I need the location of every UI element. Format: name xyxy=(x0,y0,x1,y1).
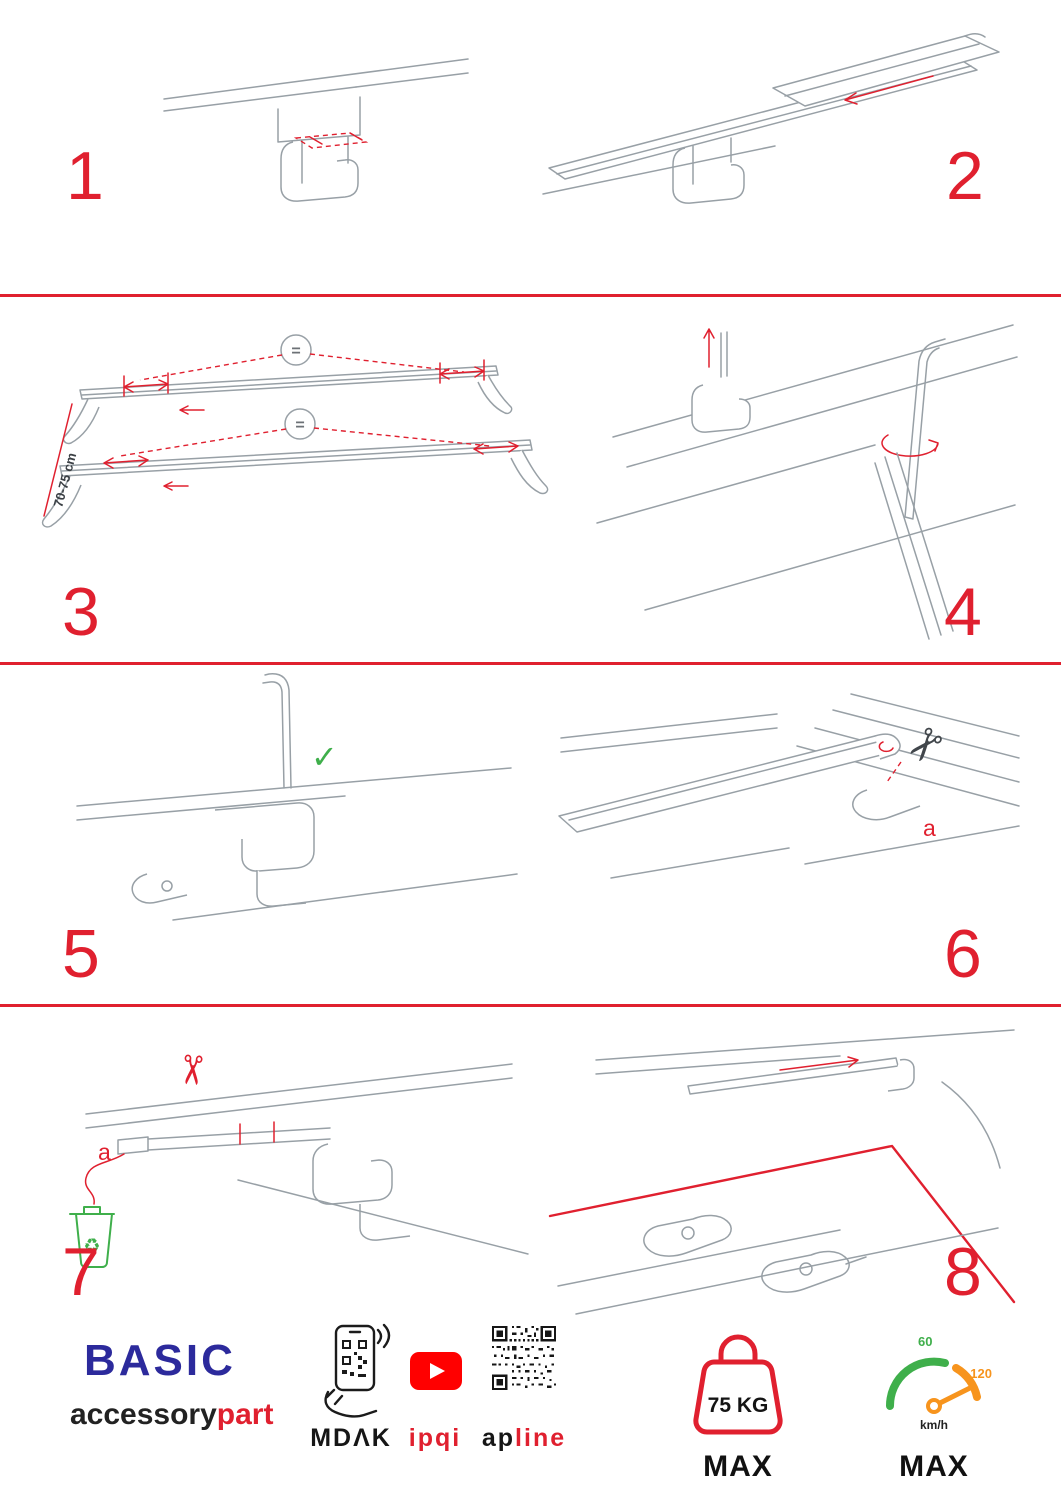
logo-apline-red: line xyxy=(515,1424,567,1452)
phone-qr-scan-icon xyxy=(324,1323,391,1418)
dimension-arrow xyxy=(439,359,485,384)
equals-symbol: = xyxy=(295,417,304,434)
speed-low-label: 60 xyxy=(918,1334,932,1349)
equal-spacing-badge xyxy=(284,408,316,440)
step-3-illustration: = = 70-75 cm xyxy=(41,334,549,528)
step-1-number: 1 xyxy=(66,138,104,214)
step-3-number: 3 xyxy=(62,574,100,650)
step-8-illustration xyxy=(548,1029,1016,1315)
step-8-number: 8 xyxy=(944,1234,982,1310)
scissors-icon: ✂ xyxy=(893,714,956,775)
speed-max-label: MAX xyxy=(899,1450,969,1483)
brand-accessorypart: accessorypart xyxy=(70,1398,273,1432)
dimension-arrow xyxy=(473,441,519,455)
recycle-icon: ♻ xyxy=(83,1235,100,1257)
rotation-arrow xyxy=(881,434,939,457)
alignment-line xyxy=(548,1144,1016,1304)
trash-bin-icon xyxy=(69,1206,115,1268)
section-divider-1 xyxy=(0,294,1061,297)
checkmark-icon: ✓ xyxy=(311,738,338,776)
weight-max-label: MAX xyxy=(703,1450,773,1483)
end-cap xyxy=(874,733,901,760)
logo-ipqi: ipqi xyxy=(408,1424,462,1452)
equal-spacing-badge xyxy=(280,334,312,366)
section-divider-3 xyxy=(0,1004,1061,1007)
max-weight-value: 75 KG xyxy=(708,1394,769,1417)
cut-label-a: a xyxy=(923,815,936,841)
allen-key xyxy=(904,338,946,520)
dimension-arrow xyxy=(103,455,149,469)
bar-distance-label: 70-75 cm xyxy=(50,451,79,509)
step-1-illustration xyxy=(163,58,469,202)
qr-code-icon xyxy=(492,1326,556,1390)
step-2-illustration xyxy=(542,33,1000,204)
cut-label-a: a xyxy=(98,1139,111,1165)
slide-arrow xyxy=(779,1056,859,1071)
logo-mdak: MDΛK xyxy=(310,1424,392,1452)
logo-apline: apline xyxy=(474,1424,574,1453)
scissors-icon: ✂ xyxy=(167,1051,216,1088)
slide-arrow xyxy=(844,75,934,105)
step-7-illustration: ✂ a ♻ xyxy=(69,1051,529,1268)
speed-high-label: 120 xyxy=(970,1366,992,1381)
step-5-illustration: ✓ xyxy=(76,673,518,921)
youtube-icon xyxy=(410,1352,462,1390)
step-4-number: 4 xyxy=(944,574,982,650)
rubber-pad-outline xyxy=(293,132,369,149)
brand-sub-red: part xyxy=(216,1398,274,1431)
logo-apline-dark: ap xyxy=(481,1424,516,1452)
step-6-illustration: ✂ a xyxy=(558,693,1020,879)
speed-unit-label: km/h xyxy=(920,1418,948,1432)
brand-basic: BASIC xyxy=(84,1336,236,1385)
section-divider-2 xyxy=(0,662,1061,665)
insert-arrow xyxy=(703,328,715,368)
cut-marks xyxy=(239,1121,275,1145)
step-7-number: 7 xyxy=(62,1234,100,1310)
step-2-number: 2 xyxy=(946,138,984,214)
step-4-illustration xyxy=(596,324,1018,640)
speedometer-icon: 60 120 km/h xyxy=(885,1334,992,1432)
dimension-arrow xyxy=(123,372,169,397)
step-6-number: 6 xyxy=(944,916,982,992)
max-weight-icon: 75 KG xyxy=(693,1334,783,1435)
equals-symbol: = xyxy=(291,343,300,360)
step-5-number: 5 xyxy=(62,916,100,992)
brand-sub-dark: accessory xyxy=(70,1398,217,1431)
